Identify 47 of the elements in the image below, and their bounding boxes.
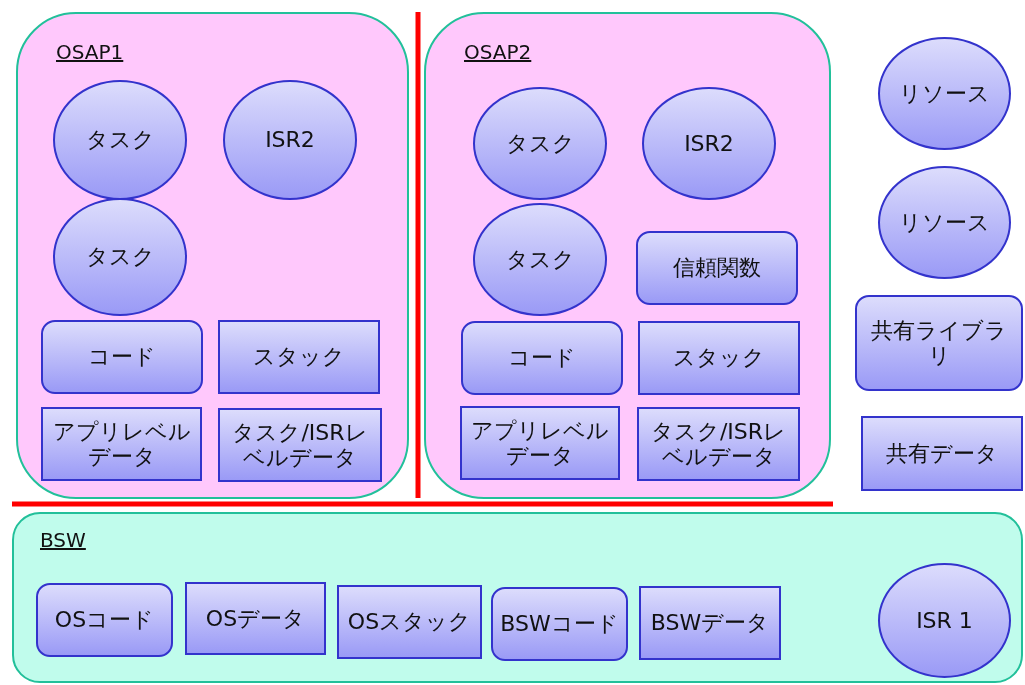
rect-box bbox=[637, 407, 800, 481]
rounded-box bbox=[41, 320, 203, 394]
node-label: タスク bbox=[85, 127, 155, 153]
group-panel bbox=[424, 12, 831, 499]
rect-box bbox=[638, 321, 800, 395]
rect-box bbox=[218, 320, 380, 394]
rect-box bbox=[218, 408, 382, 482]
node-label: BSWデータ bbox=[650, 610, 770, 636]
node-label: タスク bbox=[85, 244, 155, 270]
rounded-box bbox=[461, 321, 623, 395]
node-label: OSデータ bbox=[205, 605, 306, 632]
rect-box bbox=[639, 586, 781, 660]
node-label: OSスタック bbox=[347, 609, 472, 635]
node-label: 信頼関数 bbox=[673, 255, 761, 281]
node-label: アプリレベルデータ bbox=[470, 417, 610, 469]
rect-box bbox=[460, 406, 620, 480]
node-label: リソース bbox=[899, 209, 990, 236]
rounded-box bbox=[491, 587, 628, 661]
node-label: タスク bbox=[505, 130, 575, 157]
group-title: BSW bbox=[40, 528, 86, 552]
rect-box bbox=[185, 582, 326, 655]
node-label: ISR2 bbox=[265, 127, 315, 153]
node-label: コード bbox=[508, 345, 576, 371]
node-label: 共有ライブラリ bbox=[870, 317, 1008, 369]
node-label: スタック bbox=[673, 345, 765, 371]
rounded-box bbox=[36, 583, 173, 657]
node-label: BSWコード bbox=[500, 611, 619, 637]
node-label: タスク/ISRレベルデータ bbox=[231, 419, 369, 471]
node-label: リソース bbox=[899, 80, 990, 107]
node-label: タスク bbox=[505, 246, 575, 273]
node-label: ISR2 bbox=[684, 130, 734, 157]
node-label: OSコード bbox=[54, 607, 155, 633]
group-panel bbox=[12, 512, 1023, 683]
rect-box bbox=[337, 585, 482, 659]
group-title: OSAP2 bbox=[464, 40, 532, 64]
node-label: 共有データ bbox=[886, 440, 998, 467]
node-label: コード bbox=[88, 344, 156, 370]
node-label: スタック bbox=[253, 344, 345, 370]
node-label: ISR 1 bbox=[916, 607, 973, 634]
rounded-box bbox=[636, 231, 798, 305]
group-title: OSAP1 bbox=[56, 40, 124, 64]
group-panel bbox=[16, 12, 409, 499]
rect-box bbox=[41, 407, 202, 481]
node-label: タスク/ISRレベルデータ bbox=[649, 418, 788, 470]
rounded-box bbox=[855, 295, 1023, 391]
node-label: アプリレベルデータ bbox=[51, 418, 192, 470]
rect-box bbox=[861, 416, 1023, 491]
